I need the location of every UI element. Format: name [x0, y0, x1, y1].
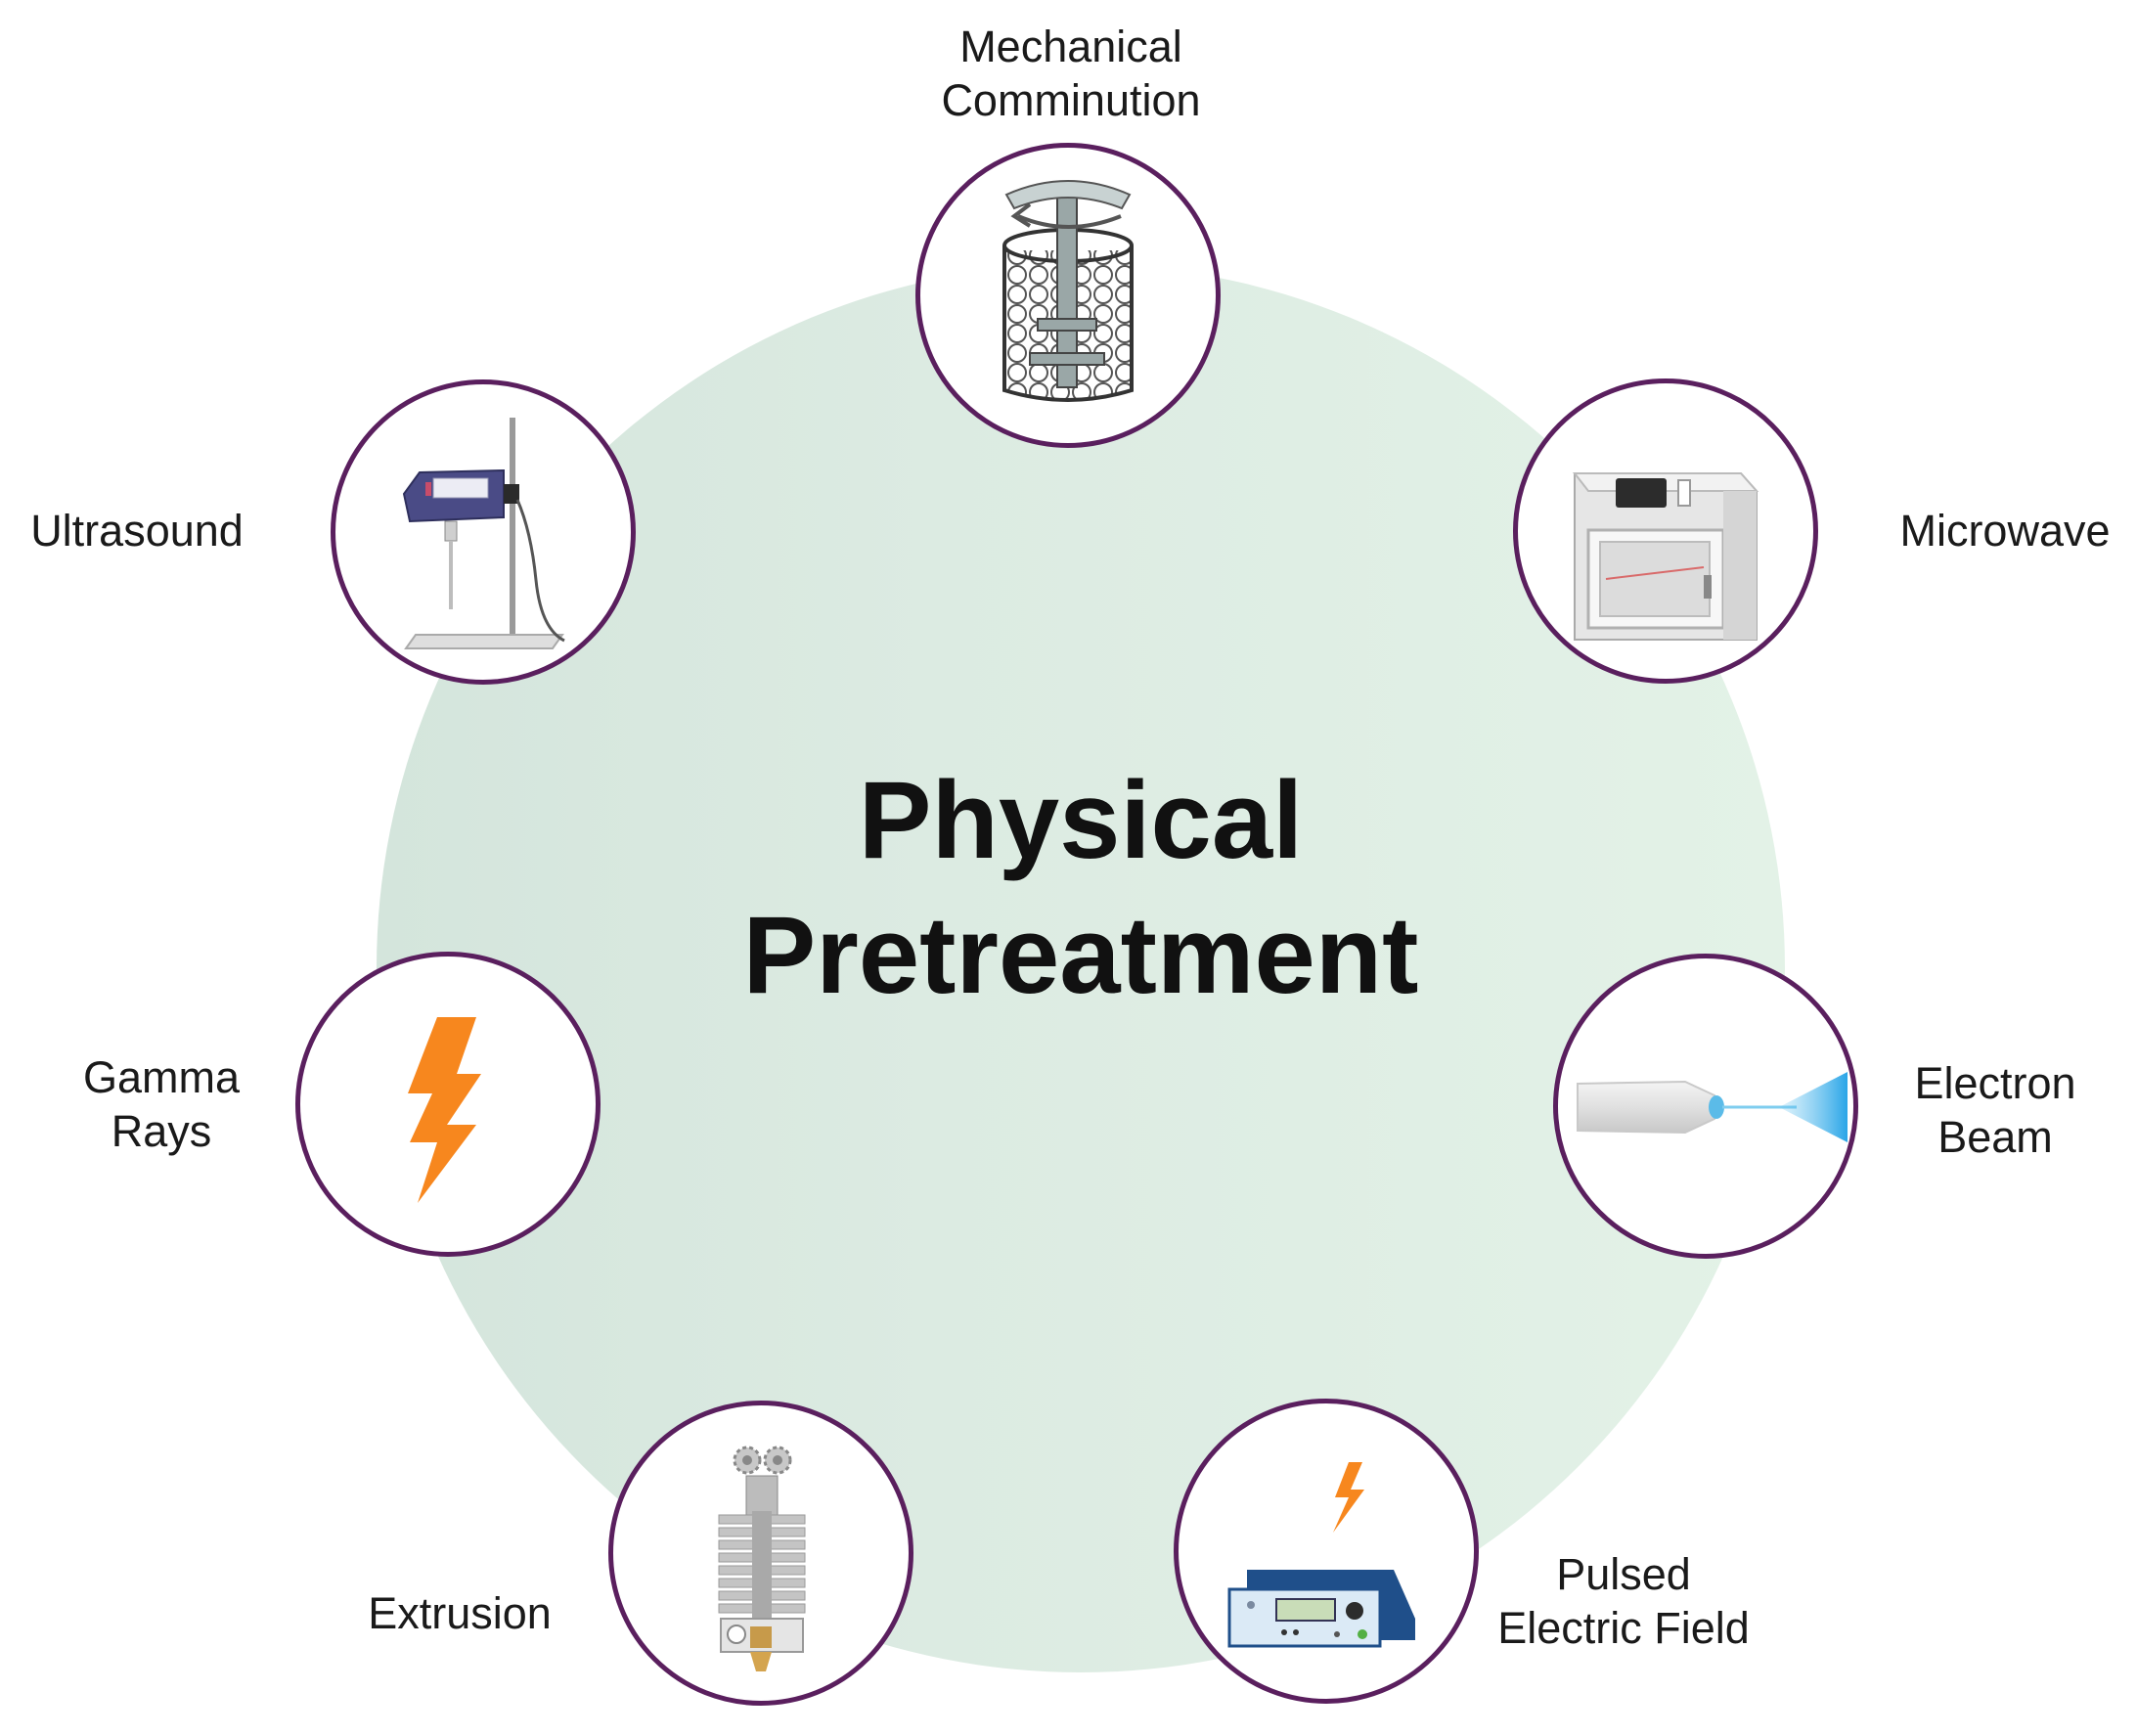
label-line: Beam: [1937, 1112, 2053, 1162]
label-ultrasound: Ultrasound: [10, 504, 264, 557]
node-gamma-rays: [295, 952, 601, 1257]
label-microwave: Microwave: [1888, 504, 2122, 557]
node-extrusion: [608, 1401, 913, 1706]
stirred-ball-mill-icon: [1002, 180, 1134, 402]
node-ultrasound: [331, 379, 636, 685]
label-line: Gamma: [82, 1052, 241, 1102]
label-extrusion: Extrusion: [333, 1586, 587, 1640]
label-pulsed-electric-field: Pulsed Electric Field: [1477, 1547, 1770, 1655]
node-microwave: [1513, 378, 1818, 684]
label-line: Electric Field: [1497, 1603, 1750, 1653]
label-line: Ultrasound: [30, 506, 244, 556]
label-line: Electron: [1914, 1058, 2076, 1108]
title-line-1: Physical: [858, 759, 1304, 881]
small-bolt: [1333, 1462, 1364, 1533]
ultrasonic-homogenizer-icon: [402, 418, 565, 649]
title-line-2: Pretreatment: [742, 894, 1419, 1016]
label-gamma-rays: Gamma Rays: [59, 1050, 264, 1158]
center-title: Physical Pretreatment: [685, 753, 1477, 1023]
electron-beam-gun-icon: [1577, 1072, 1848, 1142]
label-line: Comminution: [941, 75, 1201, 125]
label-electron-beam: Electron Beam: [1888, 1056, 2103, 1164]
extruder-icon: [718, 1446, 806, 1671]
label-line: Rays: [111, 1106, 212, 1156]
node-electron-beam: [1553, 954, 1858, 1259]
microwave-reactor-icon: [1572, 472, 1759, 641]
label-line: Microwave: [1899, 506, 2111, 556]
lightning-bolt-icon: [408, 1017, 481, 1203]
node-mechanical-comminution: [915, 143, 1221, 448]
label-mechanical-comminution: Mechanical Comminution: [870, 20, 1271, 127]
label-line: Pulsed: [1556, 1549, 1691, 1599]
node-pulsed-electric-field: [1174, 1399, 1479, 1704]
label-line: Extrusion: [368, 1588, 552, 1638]
pulse-generator-icon: [1227, 1462, 1415, 1648]
label-line: Mechanical: [959, 22, 1182, 71]
